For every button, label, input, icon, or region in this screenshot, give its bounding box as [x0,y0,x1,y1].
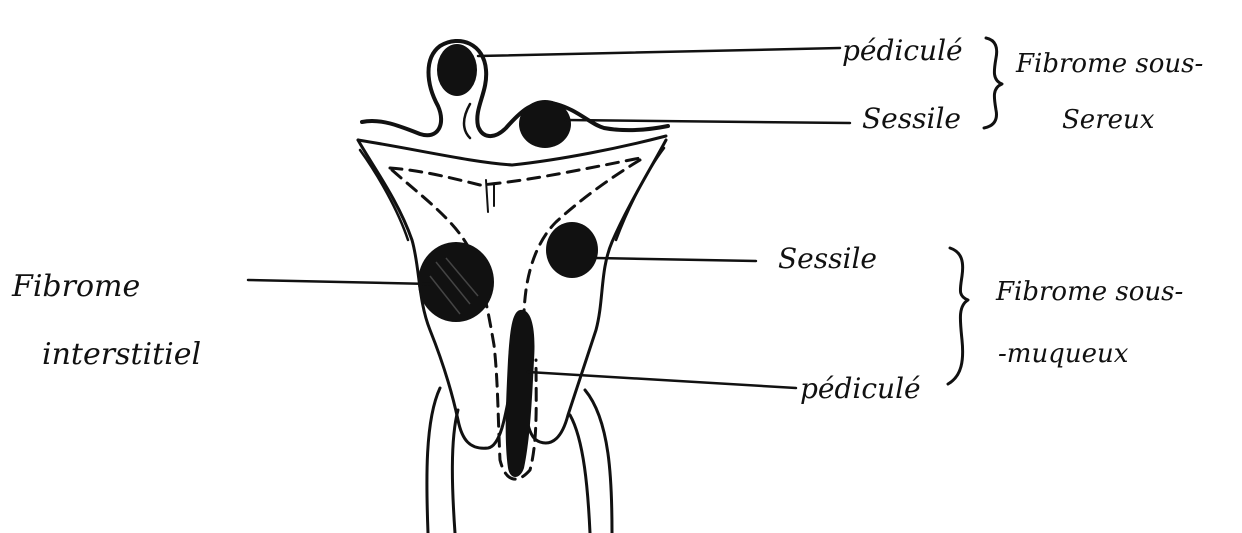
fibroid-subserous-sessile [519,100,571,148]
label-subserous-sessile: Sessile [862,102,961,135]
leader-subserous-pedicled [478,48,840,56]
label-submucous-group-line2: -muqueux [998,339,1129,369]
label-submucous-pedicled: pédiculé [800,372,921,405]
leader-lines [248,48,850,388]
fibroid-subserous-pedicled [437,44,477,96]
label-interstitial-line1: Fibrome [11,269,140,304]
label-interstitial-line2: interstitiel [42,337,201,372]
leader-subserous-sessile [566,120,850,123]
label-subserous-group-line1: Fibrome sous- [1015,49,1203,79]
fibroid-interstitial [418,242,494,322]
braces [948,38,1002,384]
brace-subserous [984,38,1002,128]
leader-submucous-pedicled [528,372,796,388]
label-submucous-group-line1: Fibrome sous- [995,277,1183,307]
leader-submucous-sessile [596,258,756,261]
brace-submucous [948,248,968,384]
fibroid-submucous-sessile [546,222,598,278]
fibroid-submucous-pedicled [506,310,535,477]
label-subserous-pedicled: pédiculé [842,34,963,67]
label-subserous-group-line2: Sereux [1062,105,1155,135]
leader-interstitial [248,280,432,284]
label-submucous-sessile: Sessile [778,242,877,275]
